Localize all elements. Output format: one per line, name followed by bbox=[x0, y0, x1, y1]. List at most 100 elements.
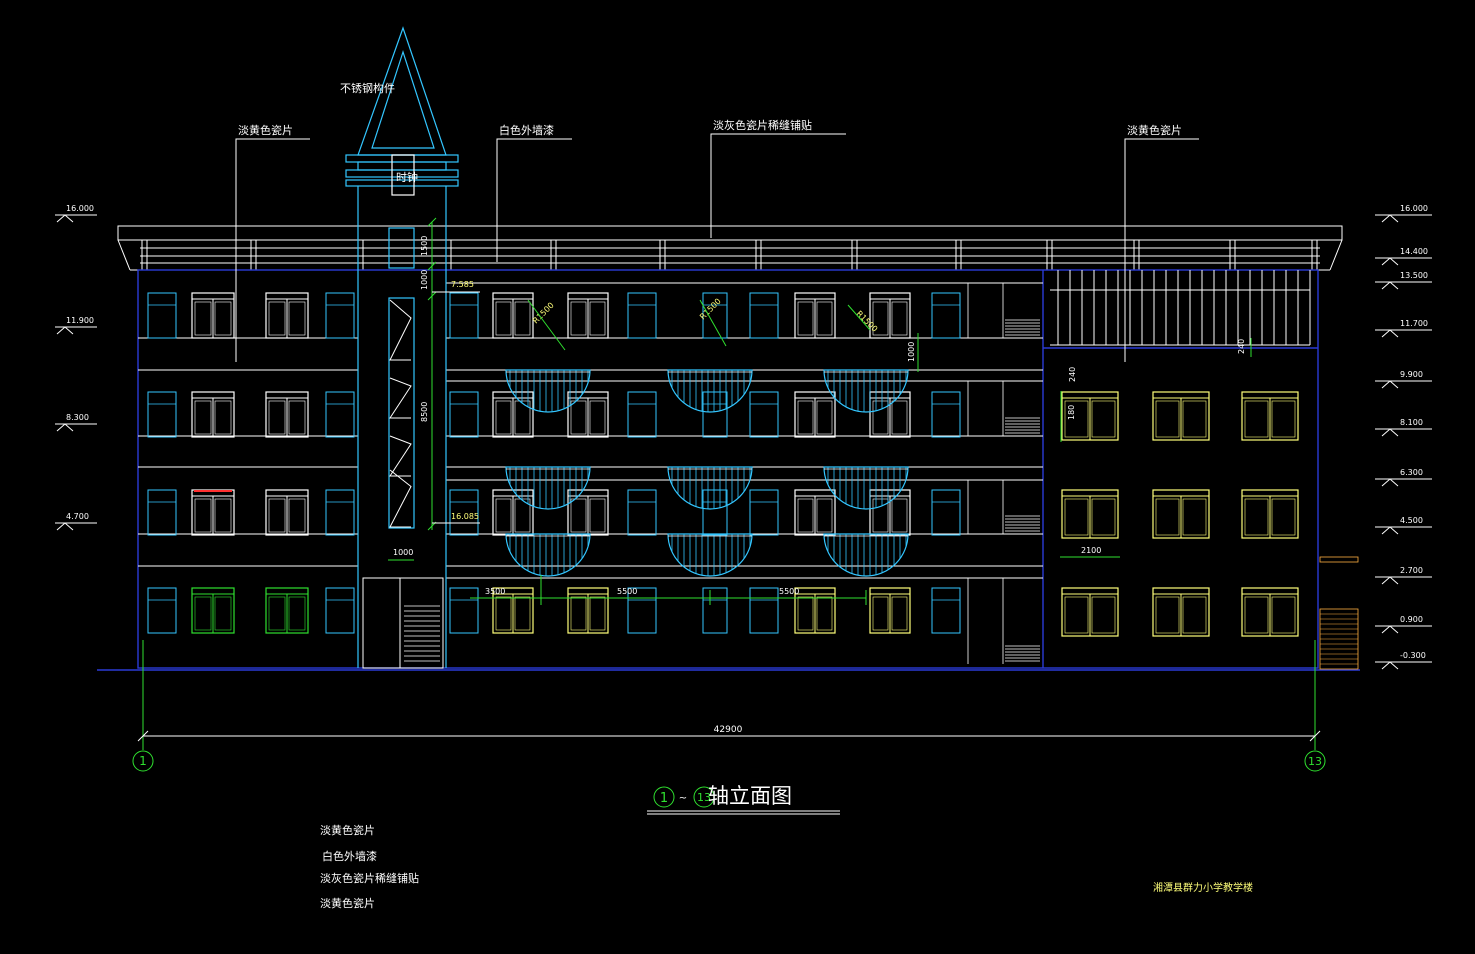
window bbox=[1241, 587, 1299, 637]
title-tilde: ~ bbox=[679, 793, 687, 804]
balcony-arc bbox=[667, 533, 753, 577]
panel-frame bbox=[449, 292, 479, 339]
elev-label: 4.500 bbox=[1400, 516, 1423, 525]
window-pane bbox=[1064, 400, 1089, 438]
tower-stair-zigzag bbox=[389, 299, 412, 528]
window bbox=[265, 489, 309, 536]
elev-label: 11.700 bbox=[1400, 319, 1428, 328]
callout-white-paint: 白色外墙漆 bbox=[499, 123, 554, 137]
window bbox=[492, 292, 534, 339]
elev-triangle bbox=[1381, 625, 1399, 634]
window-pane bbox=[589, 596, 606, 631]
window bbox=[1061, 587, 1119, 637]
window bbox=[1241, 489, 1299, 539]
dim-tower-tall: 8500 bbox=[420, 402, 429, 422]
window bbox=[1061, 489, 1119, 539]
elevation-marker: 6.300 bbox=[1375, 468, 1432, 487]
window bbox=[869, 489, 911, 536]
elev-label: 2.700 bbox=[1400, 566, 1423, 575]
balcony-arc bbox=[667, 466, 753, 510]
window bbox=[567, 587, 609, 634]
total-dimension bbox=[132, 640, 1326, 772]
panel-frame bbox=[931, 489, 961, 536]
window-pane bbox=[1182, 596, 1207, 634]
title-block: 1 ~ 13 轴立面图 bbox=[647, 784, 840, 815]
window-pane bbox=[1271, 400, 1296, 438]
window-pane bbox=[891, 400, 908, 435]
wall-panel bbox=[627, 587, 657, 634]
window bbox=[1152, 587, 1210, 637]
window-pane bbox=[288, 498, 306, 533]
dim-tower-mid: 1000 bbox=[420, 270, 429, 290]
elevation-marker: 13.500 bbox=[1375, 271, 1432, 290]
window-pane bbox=[1155, 498, 1180, 536]
window-pane bbox=[514, 301, 531, 336]
window-pane bbox=[268, 301, 286, 336]
window-pane bbox=[872, 301, 889, 336]
dim-right-top: 240 bbox=[1068, 367, 1077, 382]
wall-panel bbox=[702, 489, 728, 536]
axis-start-label: 1 bbox=[139, 754, 147, 768]
balcony-arc bbox=[505, 466, 591, 510]
elevation-marker: 4.700 bbox=[55, 512, 97, 531]
dim-tower-upper: 1500 bbox=[420, 236, 429, 256]
elevation-marker: 11.700 bbox=[1375, 319, 1432, 338]
balcony-arc bbox=[505, 533, 591, 577]
window-pane bbox=[495, 400, 512, 435]
elev-triangle bbox=[1381, 380, 1399, 389]
window bbox=[191, 587, 235, 634]
window-pane bbox=[1064, 596, 1089, 634]
window-pane bbox=[1155, 400, 1180, 438]
window-pane bbox=[194, 596, 212, 631]
elev-triangle bbox=[1381, 478, 1399, 487]
window-pane bbox=[268, 400, 286, 435]
note-3: 淡灰色瓷片稀缝铺贴 bbox=[320, 871, 419, 885]
wall-panel bbox=[449, 391, 479, 438]
dim-right-small: 240 bbox=[1237, 339, 1246, 354]
panel-frame bbox=[325, 292, 355, 339]
window-pane bbox=[1244, 596, 1269, 634]
balcony bbox=[823, 533, 909, 577]
window-pane bbox=[514, 400, 531, 435]
window bbox=[191, 391, 235, 438]
panel-frame bbox=[627, 292, 657, 339]
window-pane bbox=[891, 596, 908, 631]
window-pane bbox=[1091, 498, 1116, 536]
bay-dim-3: 5500 bbox=[779, 587, 799, 596]
elev-label: 6.300 bbox=[1400, 468, 1423, 477]
window-pane bbox=[194, 498, 212, 533]
zigzag-flight bbox=[389, 469, 412, 528]
elev-label: 9.900 bbox=[1400, 370, 1423, 379]
panel-frame bbox=[147, 587, 177, 634]
panel-frame bbox=[702, 587, 728, 634]
dim-parapet: 1000 bbox=[907, 342, 916, 362]
window-pane bbox=[589, 301, 606, 336]
windows bbox=[147, 292, 1299, 637]
note-4: 淡黄色瓷片 bbox=[320, 896, 375, 910]
window-pane bbox=[872, 596, 889, 631]
window-pane bbox=[214, 301, 232, 336]
window bbox=[794, 391, 836, 438]
panel-frame bbox=[325, 489, 355, 536]
elevation-marker: 9.900 bbox=[1375, 370, 1432, 389]
panel-frame bbox=[627, 391, 657, 438]
wall-panel bbox=[702, 391, 728, 438]
elevation-marker: 8.300 bbox=[55, 413, 97, 432]
balcony-arc bbox=[823, 466, 909, 510]
elev-label: 16.000 bbox=[1400, 204, 1428, 213]
window bbox=[492, 391, 534, 438]
balcony-arc bbox=[667, 369, 753, 413]
panel-frame bbox=[931, 391, 961, 438]
elev-label: 8.100 bbox=[1400, 418, 1423, 427]
window-pane bbox=[268, 498, 286, 533]
elevation-marker: 2.700 bbox=[1375, 566, 1432, 585]
roof-posts bbox=[141, 240, 1318, 270]
window-pane bbox=[872, 498, 889, 533]
project-name: 湘潭县群力小学教学楼 bbox=[1153, 881, 1253, 894]
elev-label: 0.900 bbox=[1400, 615, 1423, 624]
wall-panel bbox=[749, 292, 779, 339]
elev-triangle bbox=[56, 423, 74, 432]
elevation-marker: 11.900 bbox=[55, 316, 97, 335]
window bbox=[1152, 391, 1210, 441]
window-pane bbox=[194, 400, 212, 435]
